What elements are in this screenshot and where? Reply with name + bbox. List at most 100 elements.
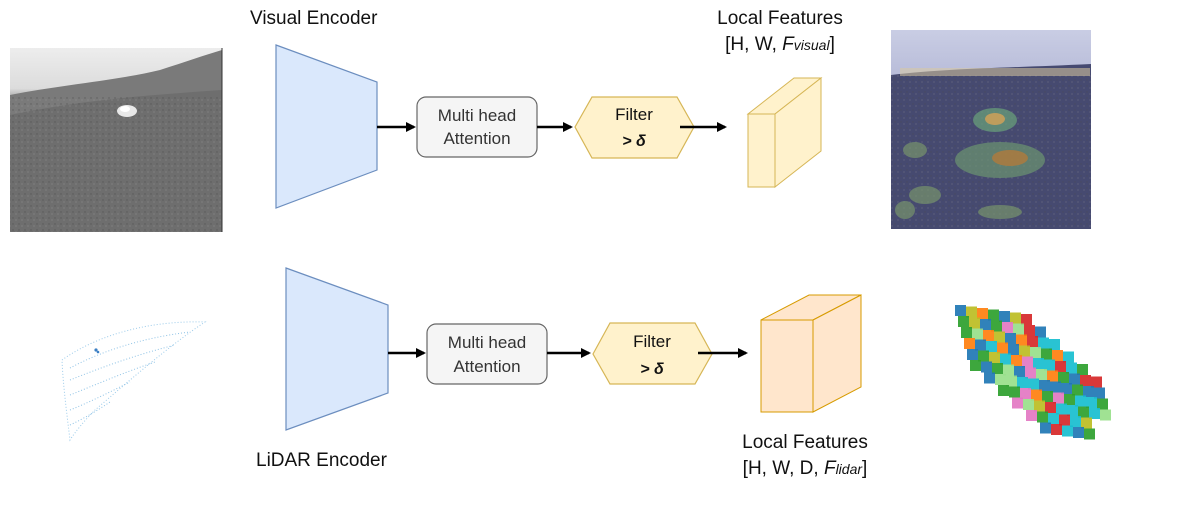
- voxel-cell: [1042, 391, 1053, 402]
- lidar-point-cloud: [61, 321, 207, 442]
- voxel-cell: [1058, 372, 1069, 383]
- voxel-cell: [981, 361, 992, 373]
- voxel-cell: [1008, 344, 1019, 355]
- voxel-cell: [967, 349, 978, 360]
- voxel-cell: [1027, 336, 1038, 347]
- voxel-cell: [1031, 389, 1042, 401]
- voxel-cell: [1003, 364, 1014, 376]
- visual-shape-suffix: ]: [829, 34, 835, 55]
- voxel-cell: [1021, 314, 1032, 325]
- voxel-cell: [969, 317, 980, 329]
- voxel-cell: [1006, 375, 1017, 387]
- lidar-filter-label: Filter: [633, 332, 671, 351]
- voxel-cell: [1097, 398, 1108, 410]
- voxel-cell: [1020, 388, 1031, 399]
- voxel-cell: [1063, 351, 1074, 363]
- voxel-cell: [1040, 422, 1051, 434]
- visual-shape-sub: visual: [793, 37, 830, 53]
- voxel-cell: [1000, 353, 1011, 365]
- voxel-cell: [1038, 337, 1049, 349]
- visual-shape-prefix: [H, W,: [725, 34, 783, 55]
- voxel-cell: [992, 363, 1003, 374]
- voxel-cell: [1028, 378, 1039, 390]
- voxel-cell: [989, 352, 1000, 363]
- voxel-cell: [1066, 362, 1077, 374]
- visual-shape-var: F: [782, 34, 794, 55]
- voxel-cell: [1024, 325, 1035, 336]
- voxel-cell: [1094, 387, 1105, 399]
- voxel-cell: [972, 328, 983, 340]
- visual-features-title: Local Features: [717, 8, 843, 29]
- voxel-cell: [991, 320, 1002, 332]
- voxel-cell: [999, 311, 1010, 322]
- voxel-cell: [994, 331, 1005, 343]
- voxel-cell: [997, 342, 1008, 354]
- voxel-cell: [1010, 312, 1021, 324]
- voxel-cell: [1041, 348, 1052, 360]
- voxel-cell: [1100, 409, 1111, 421]
- voxel-cell: [1050, 381, 1061, 393]
- voxel-features-image: [955, 305, 1111, 440]
- voxel-cell: [1002, 322, 1013, 333]
- voxel-cell: [1083, 386, 1094, 397]
- voxel-cell: [998, 385, 1009, 396]
- voxel-cell: [964, 338, 975, 349]
- voxel-cell: [1019, 345, 1030, 357]
- voxel-cell: [1072, 384, 1083, 396]
- lidar-shape-var: F: [823, 458, 836, 479]
- lidar-shape-prefix: [H, W, D,: [742, 458, 824, 479]
- voxel-cell: [1016, 334, 1027, 346]
- voxel-cell: [958, 316, 969, 327]
- voxel-cell: [1049, 339, 1060, 350]
- voxel-cell: [955, 305, 966, 316]
- voxel-cell: [1035, 326, 1046, 338]
- voxel-cell: [1023, 399, 1034, 410]
- voxel-cell: [1067, 405, 1078, 416]
- voxel-cell: [1033, 358, 1044, 369]
- lidar-filter-condition: > δ: [640, 361, 664, 378]
- voxel-cell: [1077, 364, 1088, 375]
- lidar-attention-line2: Attention: [453, 357, 520, 376]
- voxel-cell: [1089, 408, 1100, 419]
- lidar-attention-line1: Multi head: [448, 333, 526, 352]
- lidar-features-shape: [H, W, D, Flidar]: [710, 458, 900, 480]
- voxel-cell: [1047, 370, 1058, 382]
- voxel-cell: [1080, 375, 1091, 386]
- voxel-cell: [961, 327, 972, 338]
- voxel-cell: [1005, 333, 1016, 344]
- voxel-cell: [980, 319, 991, 330]
- voxel-cell: [1048, 413, 1059, 424]
- voxel-cell: [1044, 359, 1055, 371]
- lidar-encoder-label: LiDAR Encoder: [256, 450, 387, 471]
- voxel-cell: [1091, 376, 1102, 388]
- lidar-features-title: Local Features: [742, 432, 868, 453]
- voxel-cell: [1069, 373, 1080, 385]
- visual-filter-label: Filter: [615, 105, 653, 124]
- voxel-cell: [1013, 323, 1024, 335]
- camera-image: [10, 48, 223, 232]
- voxel-cell: [1059, 414, 1070, 426]
- voxel-cell: [977, 308, 988, 319]
- voxel-cell: [1014, 366, 1025, 377]
- voxel-cell: [978, 350, 989, 362]
- voxel-cell: [1070, 416, 1081, 427]
- voxel-cell: [1012, 397, 1023, 409]
- visual-feature-cube: [746, 76, 823, 189]
- voxel-cell: [1022, 356, 1033, 368]
- voxel-cell: [983, 330, 994, 341]
- attention-overlay-image: [891, 30, 1091, 229]
- voxel-cell: [970, 360, 981, 371]
- voxel-cell: [1052, 350, 1063, 361]
- voxel-cell: [1062, 425, 1073, 437]
- voxel-cell: [986, 341, 997, 352]
- visual-features-shape: [H, W, Fvisual]: [690, 34, 870, 56]
- voxel-cell: [1064, 394, 1075, 405]
- voxel-cell: [1056, 403, 1067, 415]
- voxel-cell: [966, 306, 977, 318]
- lidar-feature-cube: [760, 294, 862, 413]
- voxel-cell: [1011, 355, 1022, 366]
- voxel-cell: [1084, 428, 1095, 440]
- voxel-cell: [995, 374, 1006, 385]
- voxel-cell: [1026, 410, 1037, 421]
